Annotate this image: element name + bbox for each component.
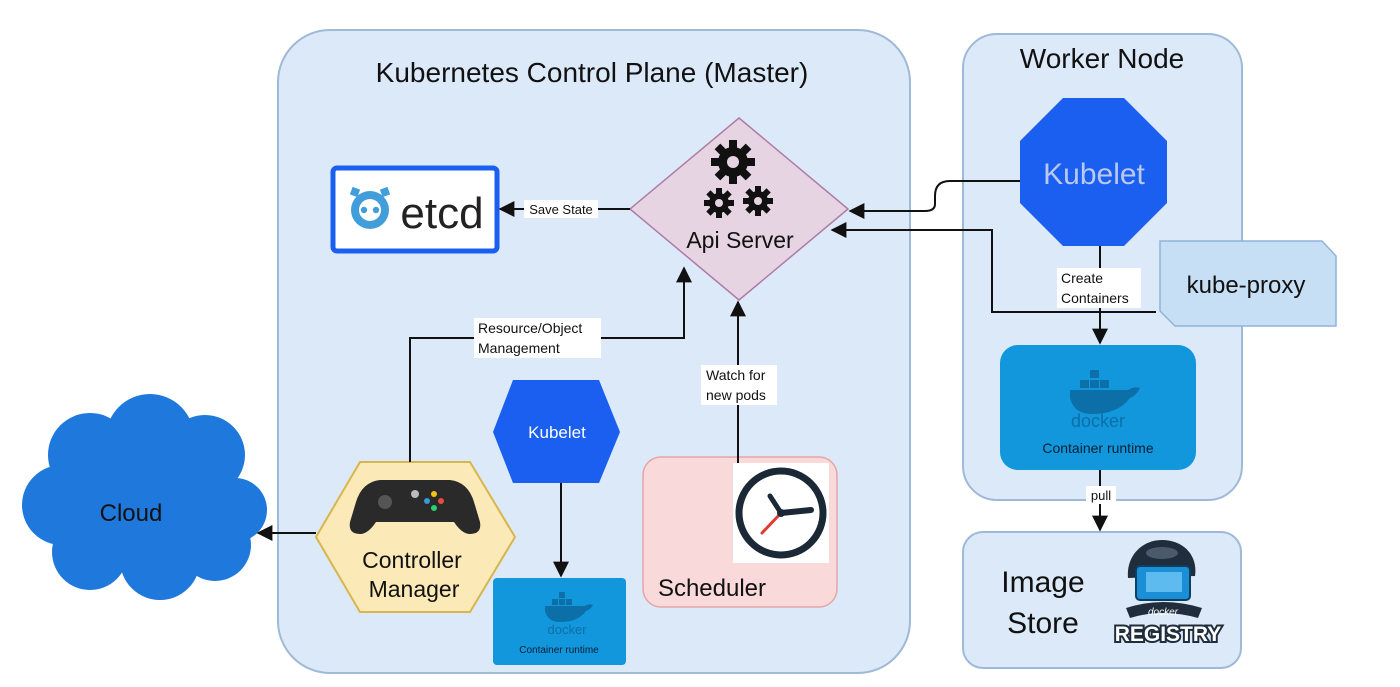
scheduler-label: Scheduler <box>658 575 766 602</box>
controller-manager-node[interactable]: Controller Manager <box>314 461 517 613</box>
resource-management-label-line2: Management <box>478 340 560 356</box>
docker-master-caption: Container runtime <box>519 645 599 656</box>
cloud-node[interactable]: Cloud <box>22 394 267 600</box>
kubelet-worker-label: Kubelet <box>1043 158 1145 191</box>
watch-for-pods-label-line2: new pods <box>706 387 766 403</box>
docker-whale-icon <box>1070 370 1140 414</box>
cloud-label: Cloud <box>100 500 163 527</box>
edge-labels: Save State Resource/Object Management Wa… <box>474 200 1141 504</box>
edge-kubelet-to-api <box>848 180 1020 219</box>
image-store-label-line2: Store <box>1007 607 1079 640</box>
create-containers-label-line2: Containers <box>1061 290 1129 306</box>
etcd-node[interactable]: etcd <box>330 165 500 254</box>
clock-icon <box>735 467 827 559</box>
watch-for-pods-label-line1: Watch for <box>706 367 766 383</box>
resource-management-label-line1: Resource/Object <box>478 320 582 336</box>
registry-label: REGISTRY <box>1115 623 1222 646</box>
pull-label: pull <box>1091 488 1111 503</box>
image-store-panel: Image Store <box>962 531 1242 669</box>
api-server-node[interactable]: Api Server <box>628 117 850 301</box>
kube-proxy-node[interactable]: kube-proxy <box>1159 240 1337 327</box>
registry-docker-wordmark: docker <box>1148 607 1179 618</box>
gears-icon <box>704 140 773 218</box>
kube-proxy-label: kube-proxy <box>1187 272 1306 299</box>
docker-runtime-master[interactable]: docker Container runtime <box>493 578 626 665</box>
control-plane-title: Kubernetes Control Plane (Master) <box>376 57 809 88</box>
controller-manager-label-line1: Controller <box>362 547 462 573</box>
kubelet-master-label: Kubelet <box>528 423 586 442</box>
etcd-logo-icon <box>349 186 391 229</box>
docker-whale-small-icon <box>545 592 593 622</box>
docker-worker-caption: Container runtime <box>1042 440 1153 456</box>
worker-node-title: Worker Node <box>1020 43 1184 74</box>
docker-registry-logo: docker REGISTRY <box>1113 540 1223 648</box>
etcd-label: etcd <box>400 189 483 238</box>
edge-kube-proxy-to-api <box>830 222 1156 313</box>
scheduler-node[interactable]: Scheduler <box>642 456 838 608</box>
image-store-label-line1: Image <box>1001 566 1084 599</box>
controller-manager-label-line2: Manager <box>369 576 460 602</box>
docker-worker-wordmark: docker <box>1071 411 1125 431</box>
api-server-label: Api Server <box>686 227 794 253</box>
kubelet-master-node[interactable]: Kubelet <box>493 380 620 483</box>
docker-master-wordmark: docker <box>547 622 587 637</box>
docker-runtime-worker[interactable]: docker Container runtime <box>1000 345 1196 470</box>
gamepad-icon <box>349 480 481 534</box>
create-containers-label-line1: Create <box>1061 270 1103 286</box>
save-state-label: Save State <box>529 202 593 217</box>
kubelet-worker-node[interactable]: Kubelet <box>1020 98 1167 246</box>
